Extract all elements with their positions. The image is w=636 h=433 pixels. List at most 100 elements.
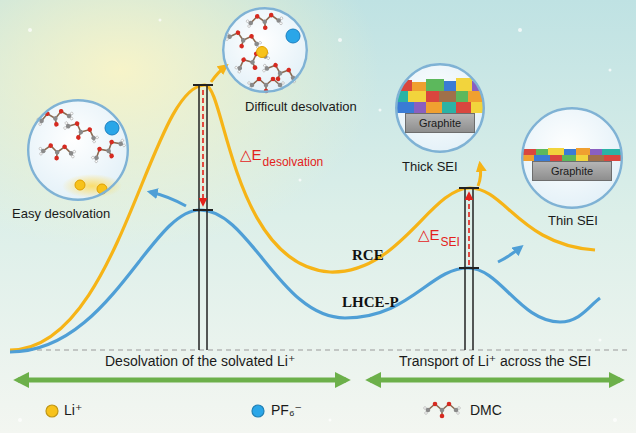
legend-swatch [46,405,58,417]
layer-label: Graphite [419,117,461,130]
easy-desolvation-picture [38,142,76,162]
graphite-layer: Graphite [405,113,475,133]
difficult-desolvation-picture [246,12,284,32]
legend-swatch [252,405,264,417]
bubble-outline [521,107,623,209]
bubble-fills [521,107,623,209]
energy-gap-symbol: △E [418,226,440,243]
lhce-energy-curve [10,210,600,352]
bubble-fills [395,63,485,153]
thin-sei-layer [536,149,548,155]
thick-sei-layer [408,91,426,102]
energy-gap-arrows [468,193,470,265]
energy-gap-subscript: desolvation [263,156,324,170]
thick-sei-layer [426,102,442,113]
bubble-ring [223,8,307,92]
thick-sei-layer [439,91,456,102]
thick-sei-layer [396,102,414,113]
curve-label: LHCE-P [342,294,399,311]
energy-bars [459,187,479,189]
energy-bars [206,85,208,350]
energy-bars [198,85,200,350]
range-arrows [18,378,346,383]
thick-sei-layer [414,102,426,113]
snowflakes [518,28,522,32]
snowflakes [28,28,32,32]
snowflakes [18,418,22,422]
bubble-caption: Difficult desolvation [245,100,357,115]
difficult-desolvation-picture [257,47,268,58]
thick-sei-layer [442,102,456,113]
thick-sei-layer [396,78,486,113]
dmc-legend-icon [424,402,461,419]
snowflakes [379,109,382,112]
difficult-desolvation-picture [232,47,272,78]
energy-bars [459,267,479,269]
snowflakes [159,19,162,22]
energy-gap-arrows [202,90,204,205]
energy-gap-symbol: △E [240,146,262,163]
baseline [10,349,630,350]
thick-sei-layer [456,102,471,113]
thin-sei-layer [522,149,536,155]
difficult-desolvation-picture [223,12,300,93]
bubble-fills [27,7,623,209]
thick-sei-layer [456,91,468,102]
pointer-arrows [478,164,481,186]
snowflakes [299,179,302,182]
bubble-caption: Thin SEI [548,214,598,229]
bubble-outline [27,99,129,201]
easy-desolvation-picture [61,117,101,148]
energy-bars [193,209,213,211]
zoom-bubble: Easy desolvation [27,99,129,201]
stage-label: Transport of Li⁺ across the SEI [399,353,591,369]
bubble-fills [27,99,129,201]
easy-desolvation-picture [75,180,85,190]
thin-sei-layer [548,148,564,155]
pointer-arrows [150,192,186,206]
thin-sei-layer [522,148,622,161]
pointer-arrows [498,247,521,262]
bubble-fills [222,7,308,93]
pointer-arrows [150,66,521,262]
snowflakes [613,418,617,422]
thick-sei-layer [444,81,456,91]
bubble-outline [395,63,485,153]
bubble-ring [28,100,128,200]
thin-sei-layer [590,149,602,155]
legend-text: Li⁺ [64,402,82,418]
snowflakes [338,38,342,42]
snowflakes [329,419,332,422]
pointer-arrows [211,66,226,82]
thick-sei-layer [412,82,426,91]
bubble-ring [396,64,484,152]
energy-gap-subscript: SEI [441,236,460,250]
easy-desolvation-picture [89,134,129,167]
layer-label: Graphite [551,165,593,178]
bubble-caption: Thick SEI [402,160,458,175]
energy-bars [193,84,213,86]
thick-sei-layer [426,91,439,102]
stage-label: Desolvation of the solvated Li⁺ [105,353,295,369]
difficult-desolvation-picture [286,29,300,43]
zoom-bubble: Thin SEIGraphite [521,107,623,209]
snowflakes [609,69,612,72]
bubble-ring [522,108,622,208]
range-arrows [370,378,620,383]
thin-sei-layer [564,149,576,155]
dmc-legend-icon [424,402,461,419]
thin-sei-layer [576,148,590,155]
curve-label: RCE [352,247,384,264]
snowflakes [599,339,602,342]
graphite-layer: Graphite [532,161,612,181]
energy-bars [193,85,479,350]
legend-text: DMC [470,402,502,418]
thick-sei-layer [426,79,444,91]
bubble-caption: Easy desolvation [12,207,110,222]
easy-desolvation-picture [105,121,119,135]
zoom-bubble: Difficult desolvation [222,7,308,93]
thin-sei-layer [602,149,622,155]
zoom-bubble: Thick SEIGraphite [395,63,485,153]
